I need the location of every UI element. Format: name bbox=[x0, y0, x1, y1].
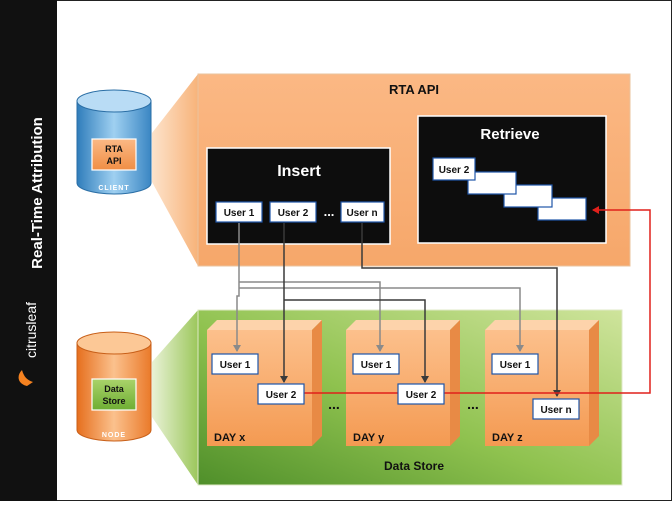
day-x-user-2-label: User 2 bbox=[266, 390, 297, 401]
client-label-line-1: RTA bbox=[105, 144, 123, 154]
client-funnel bbox=[152, 74, 198, 266]
day-x-label: DAY x bbox=[214, 432, 246, 444]
node-label-box bbox=[91, 378, 137, 411]
insert-user-1-label: User 1 bbox=[224, 208, 255, 219]
day-x-cube: DAY x bbox=[207, 320, 322, 446]
flow-user1-dayy bbox=[239, 281, 384, 352]
day-y-user-1-label: User 1 bbox=[361, 360, 392, 371]
insert-box bbox=[206, 147, 391, 245]
client-label-box bbox=[91, 138, 137, 171]
day-x-user-1-label: User 1 bbox=[220, 360, 251, 371]
day-y-label: DAY y bbox=[353, 432, 385, 444]
sidebar bbox=[0, 0, 57, 501]
data-store-title: Data Store bbox=[384, 459, 444, 473]
client-caption: CLIENT bbox=[98, 185, 129, 192]
day-x-user-1: User 1 bbox=[211, 353, 259, 375]
insert-title: Insert bbox=[277, 163, 321, 180]
flow-user1-dayz bbox=[239, 287, 524, 352]
flow-lines bbox=[233, 223, 561, 397]
rta-api-title: RTA API bbox=[389, 82, 439, 97]
insert-user-2-label: User 2 bbox=[278, 208, 309, 219]
retrieve-user-2-label: User 2 bbox=[439, 165, 470, 176]
flow-user1-dayx bbox=[233, 223, 241, 352]
node-caption: NODE bbox=[102, 432, 126, 439]
sidebar-title: Real-Time Attribution bbox=[29, 117, 46, 269]
day-x-user-2: User 2 bbox=[257, 383, 305, 405]
retrieve-card-1 bbox=[467, 171, 517, 195]
day-ellipsis-2: ... bbox=[467, 396, 479, 412]
insert-user-2: User 2 bbox=[269, 201, 317, 223]
insert-user-n: User n bbox=[340, 201, 385, 223]
insert-user-n-label: User n bbox=[346, 208, 377, 219]
day-z-label: DAY z bbox=[492, 432, 523, 444]
insert-user-1: User 1 bbox=[215, 201, 263, 223]
day-z-cube: DAY z bbox=[485, 320, 599, 446]
retrieve-card-user-2 bbox=[432, 157, 476, 181]
day-z-user-n-label: User n bbox=[540, 405, 571, 416]
node-label-line-1: Data bbox=[104, 384, 125, 394]
day-ellipsis-1: ... bbox=[328, 396, 340, 412]
day-z-user-1-label: User 1 bbox=[500, 360, 531, 371]
day-z-user-n: User n bbox=[532, 398, 580, 420]
node-cylinder: Data Store NODE bbox=[76, 331, 152, 442]
day-y-user-2-label: User 2 bbox=[406, 390, 437, 401]
retrieve-title: Retrieve bbox=[480, 126, 539, 143]
brand-name: citrusleaf bbox=[23, 302, 39, 358]
day-y-user-2: User 2 bbox=[397, 383, 445, 405]
client-label-line-2: API bbox=[106, 156, 121, 166]
day-y-user-1: User 1 bbox=[352, 353, 400, 375]
retrieve-stack: User 2 bbox=[432, 157, 587, 221]
retrieve-flow bbox=[292, 206, 651, 394]
brand-logo: citrusleaf bbox=[18, 302, 39, 386]
flow-usern-dayz bbox=[361, 223, 561, 397]
node-funnel bbox=[152, 310, 198, 485]
leaf-icon bbox=[18, 370, 33, 386]
client-cylinder: RTA API CLIENT bbox=[76, 89, 152, 195]
day-z-user-1: User 1 bbox=[491, 353, 539, 375]
flow-user2-dayy bbox=[284, 299, 429, 383]
day-y-cube: DAY y bbox=[346, 320, 460, 446]
insert-ellipsis: ... bbox=[324, 204, 335, 219]
node-label-line-2: Store bbox=[102, 396, 125, 406]
